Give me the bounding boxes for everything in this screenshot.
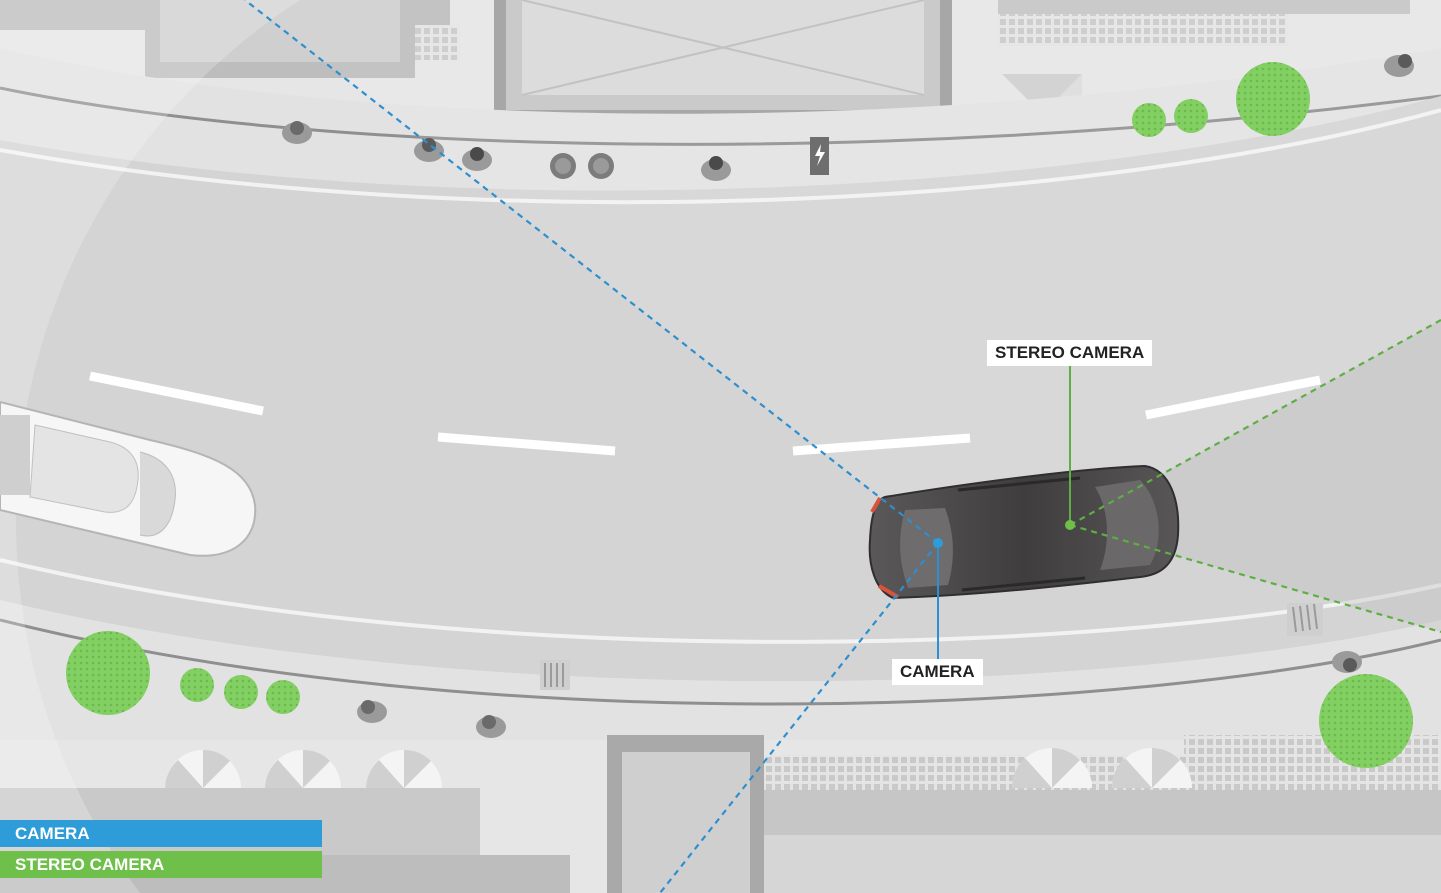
bollard-icon — [588, 153, 614, 179]
tree-icon — [266, 680, 300, 714]
camera-field-shade — [245, 0, 1441, 543]
tree-icon — [1319, 674, 1413, 768]
drain-grate-icon — [1287, 603, 1323, 636]
stereo-camera-callout: STEREO CAMERA — [987, 340, 1153, 366]
pedestrian-icon — [701, 156, 731, 181]
camera-rays — [244, 0, 939, 893]
parasol-icon — [165, 749, 241, 788]
legend-item-stereo-camera: STEREO CAMERA — [0, 851, 322, 878]
tree-icon — [1132, 103, 1166, 137]
charging-station-icon — [810, 137, 829, 175]
bollard-icon — [550, 153, 576, 179]
legend: CAMERA STEREO CAMERA — [0, 820, 322, 882]
pedestrian-icon — [1384, 54, 1414, 77]
tree-icon — [1174, 99, 1208, 133]
stereo-camera-sensor-dot — [1065, 520, 1075, 530]
tree-icon — [1236, 62, 1310, 136]
parasol-icon — [265, 749, 341, 788]
lane-markings — [89, 371, 1321, 456]
legend-item-camera: CAMERA — [0, 820, 322, 847]
camera-sensor-dot — [933, 538, 943, 548]
drain-grate-icon — [540, 660, 570, 690]
tree-icon — [66, 631, 150, 715]
parasol-icon — [366, 749, 442, 788]
tree-icon — [180, 668, 214, 702]
parasol-icon — [1111, 748, 1192, 788]
oncoming-car — [0, 400, 257, 557]
stereo-field-shade — [1070, 320, 1441, 632]
stereo-camera-rays — [1069, 319, 1441, 634]
coverage-arc — [0, 0, 300, 893]
pedestrian-icon — [462, 147, 492, 171]
pedestrian-icon — [1332, 651, 1362, 673]
tree-icon — [224, 675, 258, 709]
pedestrian-icon — [357, 700, 387, 723]
parasol-icon — [1011, 748, 1092, 788]
ego-car — [868, 464, 1180, 600]
pedestrian-icon — [476, 715, 506, 738]
sidewalk-upper — [0, 48, 1441, 191]
camera-callout: CAMERA — [892, 659, 983, 685]
sidewalk-lower — [0, 600, 1441, 740]
building-top-left — [0, 0, 460, 78]
pedestrian-icon — [282, 121, 312, 144]
